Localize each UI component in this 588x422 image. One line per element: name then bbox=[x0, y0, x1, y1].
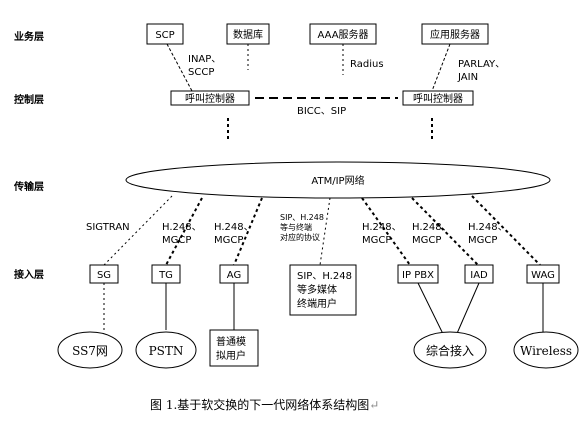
wag-label: WAG bbox=[531, 270, 555, 281]
sip-terminal-node: SIP、H.248 等多媒体 终端用户 bbox=[289, 264, 357, 316]
database-label: 数据库 bbox=[233, 28, 263, 41]
iad-integrated-link bbox=[454, 282, 480, 339]
tg-link bbox=[165, 197, 203, 266]
app-control-link bbox=[431, 43, 451, 92]
wag-link bbox=[471, 195, 541, 266]
app-server-label: 应用服务器 bbox=[430, 28, 480, 41]
pstn-network-label: PSTN bbox=[149, 344, 184, 358]
ippbx-integrated-link bbox=[417, 282, 446, 339]
service-layer-label: 业务层 bbox=[14, 30, 44, 43]
sip-terminal-line1: SIP、H.248 bbox=[297, 271, 352, 282]
sigtran-link bbox=[103, 195, 173, 266]
ippbx-link bbox=[361, 197, 411, 266]
figure-caption: 图 1.基于软交换的下一代网络体系结构图↵ bbox=[150, 397, 379, 412]
sip-terminal-line3: 终端用户 bbox=[297, 297, 337, 310]
ordinary-user-line2: 拟用户 bbox=[216, 349, 246, 362]
wag-protocol-line1: H.248、 bbox=[468, 222, 508, 233]
ippbx-node: IP PBX bbox=[397, 264, 439, 284]
ag-label: AG bbox=[227, 270, 241, 281]
sip-terminal-link bbox=[319, 197, 331, 266]
iad-protocol-line2: MGCP bbox=[412, 235, 441, 246]
ordinary-user-line1: 普通模 bbox=[216, 335, 246, 348]
iad-protocol-line1: H.248、 bbox=[412, 222, 452, 233]
integrated-access-network: 综合接入 bbox=[413, 331, 487, 369]
ippbx-protocol-line2: MGCP bbox=[362, 235, 391, 246]
ippbx-protocol-line1: H.248、 bbox=[362, 222, 402, 233]
sip-terminal-line2: 等多媒体 bbox=[297, 283, 337, 296]
access-layer-label: 接入层 bbox=[14, 268, 44, 281]
app-server-node: 应用服务器 bbox=[421, 23, 489, 45]
pstn-network: PSTN bbox=[135, 331, 197, 369]
wag-protocol-line2: MGCP bbox=[468, 235, 497, 246]
control-layer-label: 控制层 bbox=[14, 93, 44, 106]
call-controller-left: 呼叫控制器 bbox=[170, 90, 250, 106]
caption-text: 图 1.基于软交换的下一代网络体系结构图 bbox=[150, 397, 369, 412]
sg-label: SG bbox=[97, 270, 111, 281]
wag-node: WAG bbox=[526, 264, 560, 284]
sccp-label: SCCP bbox=[188, 67, 214, 78]
transport-layer-label: 传输层 bbox=[13, 180, 44, 193]
ss7-network-label: SS7网 bbox=[72, 344, 108, 358]
wireless-label: Wireless bbox=[520, 344, 572, 358]
inap-label: INAP、 bbox=[188, 54, 221, 65]
ippbx-label: IP PBX bbox=[402, 270, 434, 281]
atm-ip-network-ellipse bbox=[125, 161, 551, 199]
scp-control-link bbox=[166, 43, 193, 92]
aaa-server-node: AAA服务器 bbox=[309, 23, 377, 45]
parlay-label: PARLAY、 bbox=[458, 59, 505, 70]
call-controller-right: 呼叫控制器 bbox=[402, 90, 474, 106]
tg-protocol-line2: MGCP bbox=[162, 235, 191, 246]
scp-node: SCP bbox=[146, 23, 184, 45]
tg-protocol-line1: H.248、 bbox=[162, 222, 202, 233]
sip-protocol-line3: 对应的协议 bbox=[280, 232, 320, 242]
scp-label: SCP bbox=[155, 30, 174, 41]
tg-node: TG bbox=[151, 264, 181, 284]
iad-link bbox=[411, 197, 479, 266]
ag-link bbox=[233, 197, 263, 266]
jain-label: JAIN bbox=[457, 72, 478, 83]
bicc-sip-label: BICC、SIP bbox=[297, 106, 346, 117]
ag-node: AG bbox=[219, 264, 249, 284]
ag-protocol-line1: H.248、 bbox=[214, 222, 254, 233]
ss7-network: SS7网 bbox=[57, 331, 123, 369]
sip-protocol-line1: SIP、H.248 bbox=[280, 213, 324, 222]
database-node: 数据库 bbox=[226, 23, 270, 45]
integrated-access-label: 综合接入 bbox=[426, 343, 474, 358]
wireless-network: Wireless bbox=[513, 331, 579, 369]
sg-node: SG bbox=[89, 264, 119, 284]
iad-node: IAD bbox=[464, 264, 494, 284]
ag-protocol-line2: MGCP bbox=[214, 235, 243, 246]
atm-ip-network-label: ATM/IP网络 bbox=[311, 174, 364, 187]
call-controller-right-label: 呼叫控制器 bbox=[413, 92, 463, 105]
iad-label: IAD bbox=[470, 270, 488, 281]
return-mark-icon: ↵ bbox=[369, 398, 379, 412]
ordinary-user-node: 普通模 拟用户 bbox=[209, 329, 259, 367]
aaa-server-label: AAA服务器 bbox=[317, 28, 368, 41]
tg-label: TG bbox=[158, 270, 173, 281]
sip-protocol-line2: 等与终端 bbox=[280, 222, 312, 232]
sigtran-label: SIGTRAN bbox=[86, 222, 130, 233]
call-controller-left-label: 呼叫控制器 bbox=[185, 92, 235, 105]
radius-label: Radius bbox=[350, 59, 384, 70]
